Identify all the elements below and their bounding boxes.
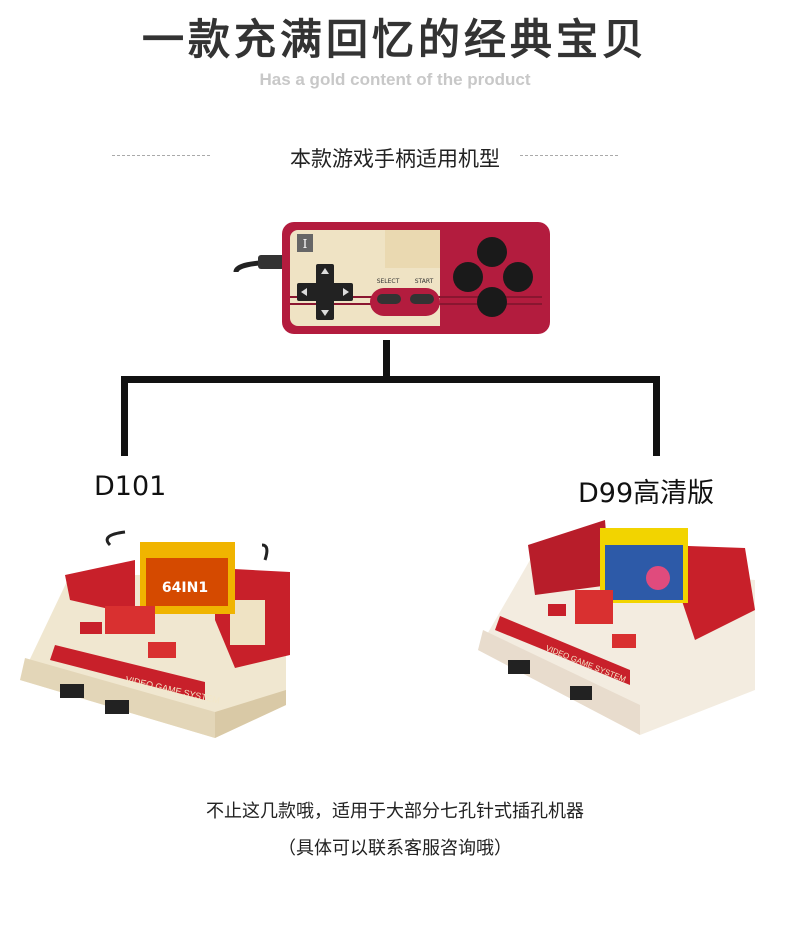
model-label-d101: D101 bbox=[94, 471, 167, 502]
controller-image: I SELECT START bbox=[233, 222, 550, 334]
contact-note: （具体可以联系客服咨询哦） bbox=[278, 838, 512, 859]
page-subtitle: Has a gold content of the product bbox=[259, 70, 531, 89]
divider-right bbox=[520, 155, 618, 156]
select-button bbox=[377, 294, 401, 304]
model-label-d99: D99高清版 bbox=[578, 478, 715, 509]
page-title: 一款充满回忆的经典宝贝 bbox=[141, 15, 648, 64]
dpad-icon bbox=[297, 264, 353, 320]
console-d99-image: VIDEO GAME SYSTEM bbox=[478, 520, 755, 735]
divider-left bbox=[112, 155, 210, 156]
compatibility-note: 不止这几款哦，适用于大部分七孔针式插孔机器 bbox=[206, 801, 584, 822]
section-heading: 本款游戏手柄适用机型 bbox=[290, 147, 500, 171]
connector-lines bbox=[121, 340, 660, 456]
cartridge-label: 64IN1 bbox=[162, 580, 208, 596]
face-buttons bbox=[453, 237, 533, 317]
console-d101-image: VIDEO GAME SYSTEM 64IN1 bbox=[20, 530, 290, 738]
start-label: START bbox=[415, 278, 434, 285]
select-label: SELECT bbox=[377, 278, 400, 285]
start-button bbox=[410, 294, 434, 304]
controller-port-label: I bbox=[303, 237, 308, 251]
